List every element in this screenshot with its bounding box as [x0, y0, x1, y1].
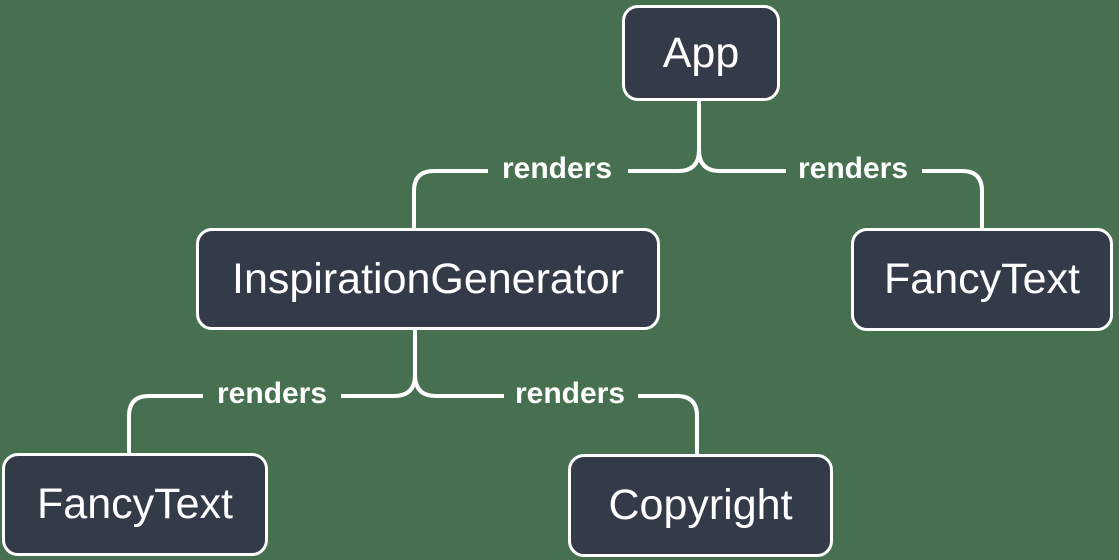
edge-segment — [127, 394, 203, 453]
edge-segment — [638, 394, 699, 454]
node-fancy-text-left: FancyText — [2, 453, 268, 556]
node-label: InspirationGenerator — [232, 254, 624, 303]
edge-inspiration-generator-to-copyright — [413, 330, 699, 454]
node-label: App — [662, 28, 740, 77]
edge-app-to-fancy-text — [697, 101, 984, 228]
edge-segment — [413, 330, 504, 398]
edge-segment — [697, 101, 786, 173]
edge-segment — [412, 169, 488, 228]
edge-label-renders: renders — [797, 152, 909, 185]
node-label: FancyText — [884, 255, 1080, 303]
edge-segment — [628, 101, 701, 173]
node-fancy-text-right: FancyText — [851, 228, 1113, 331]
node-inspiration-generator: InspirationGenerator — [196, 228, 660, 330]
edge-label-renders: renders — [514, 377, 626, 410]
node-copyright: Copyright — [568, 454, 833, 557]
edge-label-renders: renders — [501, 152, 613, 185]
node-app: App — [622, 5, 780, 101]
edge-label-renders: renders — [216, 377, 328, 410]
node-label: Copyright — [608, 481, 793, 529]
edge-segment — [341, 330, 417, 398]
edge-segment — [922, 169, 984, 228]
node-label: FancyText — [37, 480, 233, 528]
